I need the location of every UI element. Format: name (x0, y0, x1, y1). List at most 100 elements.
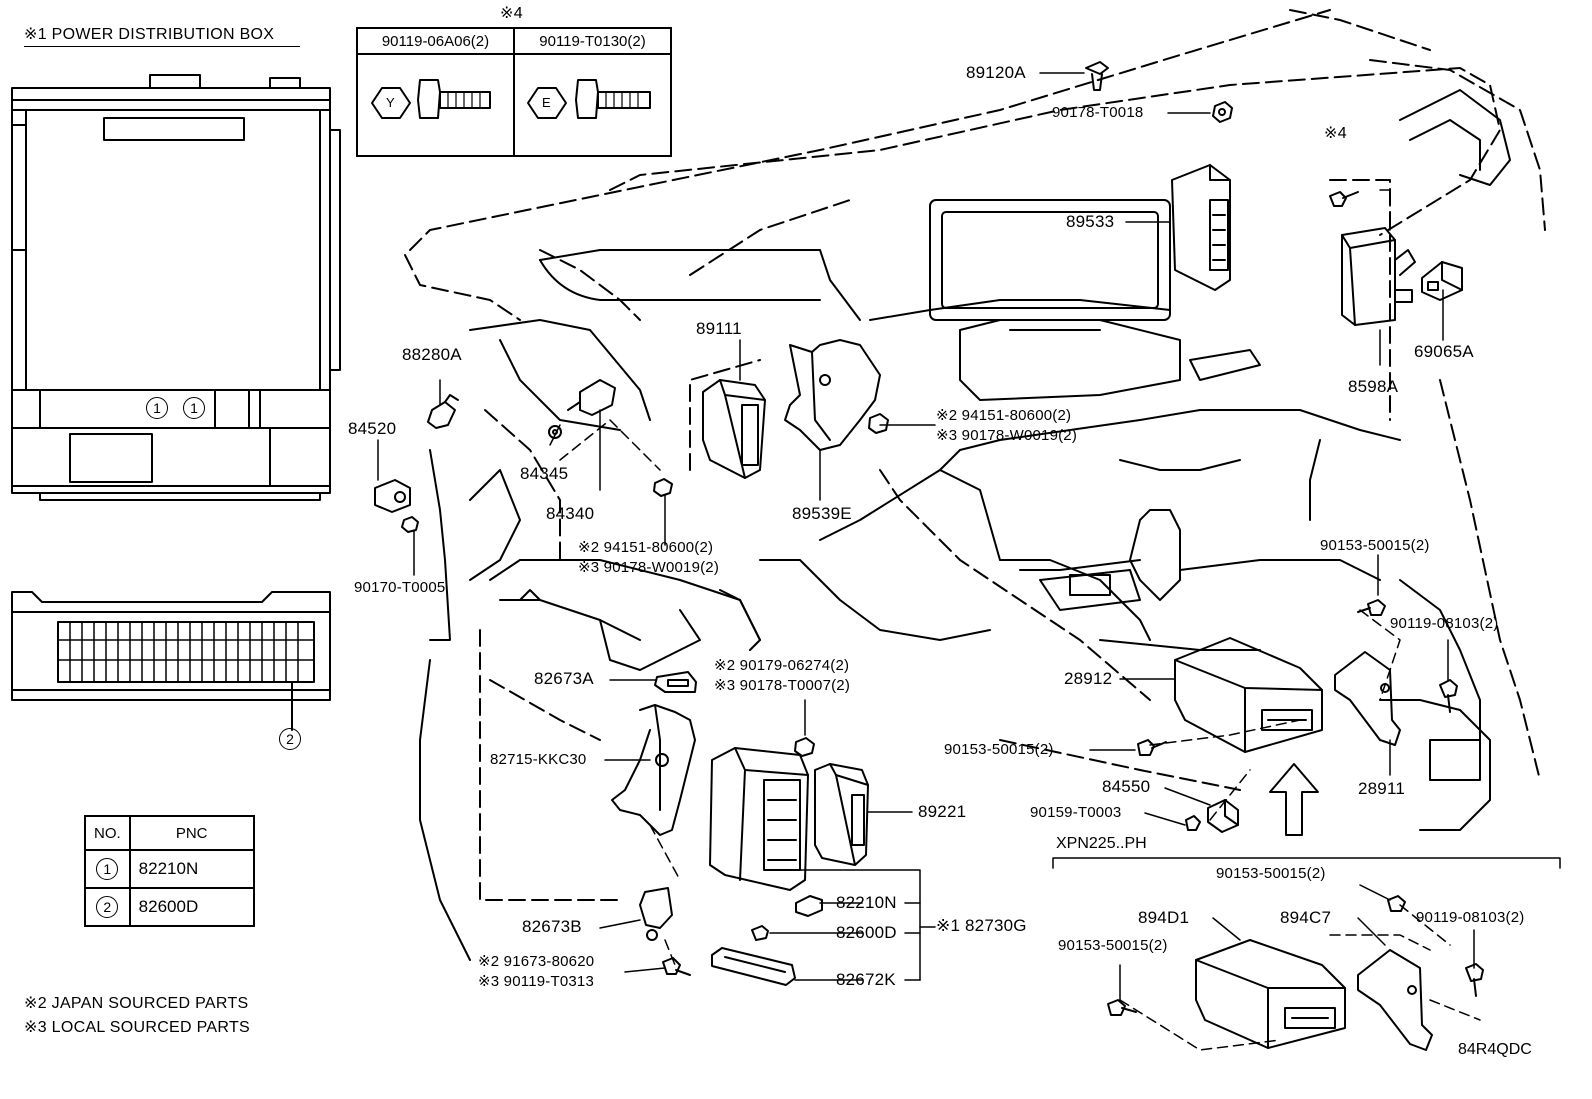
part-label: 90153-50015(2) (1320, 537, 1430, 554)
part-label: 28911 (1358, 779, 1406, 798)
fastener-col1-image (356, 53, 515, 157)
module-89221 (814, 763, 869, 866)
part-label: 82715-KKC30 (490, 751, 587, 768)
variant-code: XPN225..PH (1056, 835, 1147, 852)
bracket-894C7 (1357, 949, 1433, 1051)
nut-90179 (794, 737, 815, 757)
fastener-table-mark: ※4 (500, 5, 523, 22)
sensor-88280A (427, 394, 459, 429)
part-label: 28912 (1064, 669, 1113, 688)
bolt-4 (1329, 191, 1359, 207)
switch-69065A (1421, 261, 1463, 301)
module-89533 (1171, 164, 1231, 291)
legend-header-pnc: PNC (128, 815, 255, 851)
part-label: 90170-T0005 (354, 579, 446, 596)
part-label: 90153-50015(2) (1058, 937, 1168, 954)
fastener-icon-y: Y (386, 95, 395, 110)
diagram-code: 84R4QDC (1458, 1041, 1532, 1058)
fastener-col2-image (513, 53, 672, 157)
legend-row-no: 1 (84, 849, 131, 889)
relay-82600D (751, 925, 769, 941)
junction-block-82730G (709, 747, 809, 891)
part-label: 82673A (534, 669, 594, 688)
part-label: 89111 (696, 319, 742, 338)
bracket-82673B (639, 887, 673, 941)
part-label: 82673B (522, 917, 582, 936)
bolt-90119-b (1465, 963, 1484, 997)
pnc-legend-table: NO. PNC 1 82210N 2 82600D (84, 815, 255, 927)
legend-row-pnc: 82600D (128, 887, 255, 927)
part-label: ※3 90119-T0313 (478, 973, 595, 990)
nut-90178-T0018 (1212, 101, 1233, 123)
bracket-28911 (1334, 651, 1401, 746)
legend-row-pnc: 82210N (128, 849, 255, 889)
part-label: ※4 (1324, 125, 1347, 142)
ref-circle-1b: 1 (183, 397, 205, 419)
bolt-90119-a (1439, 679, 1458, 713)
fastener-col2-header: 90119-T0130(2) (513, 27, 672, 55)
part-label: 84345 (520, 464, 569, 483)
power-distribution-box-bottom (11, 591, 331, 731)
part-label: 69065A (1414, 342, 1474, 361)
part-label: ※2 94151-80600(2) (578, 539, 714, 556)
bracket-82673A (654, 671, 697, 693)
part-label: 84520 (348, 419, 397, 438)
part-label: 90159-T0003 (1030, 804, 1122, 821)
instrument-panel-body (419, 89, 1511, 961)
legend-row-no: 2 (84, 887, 131, 927)
part-label: 90119-08103(2) (1416, 909, 1525, 926)
fastener-icon-e: E (542, 95, 551, 110)
nut-94151-b (653, 478, 673, 497)
part-label: 89539E (792, 504, 852, 523)
part-label: ※3 90178-W0019(2) (936, 427, 1078, 444)
bolt-90153-a (1357, 599, 1386, 616)
switch-84520 (374, 479, 411, 513)
part-label: 90153-50015(2) (1216, 865, 1326, 882)
bracket-82715-KKC30 (611, 704, 696, 836)
ref-circle-1: 1 (146, 397, 168, 419)
nut-90170-T0005 (401, 516, 419, 533)
nut-84345 (548, 425, 562, 439)
part-label: ※3 90178-W0019(2) (578, 559, 720, 576)
sensor-84340 (567, 379, 616, 416)
part-label: 82210N (836, 893, 897, 912)
bolt-90153-d (1107, 999, 1137, 1016)
instrument-panel-outline (404, 9, 1546, 901)
part-label: 88280A (402, 345, 462, 364)
module-89111 (702, 379, 766, 479)
part-label: 89221 (918, 802, 967, 821)
clip-89120A (1085, 61, 1109, 91)
leader-lines (377, 72, 1561, 1001)
cover-82672K (711, 947, 796, 986)
part-label: 82672K (836, 970, 896, 989)
part-label: 90178-T0018 (1052, 104, 1144, 121)
part-label: ※2 94151-80600(2) (936, 407, 1072, 424)
fastener-col1-header: 90119-06A06(2) (356, 27, 515, 55)
part-label: ※1 82730G (936, 916, 1027, 935)
bracket-89539E (784, 339, 881, 451)
part-label: 8598A (1348, 377, 1399, 396)
fastener-table: 90119-06A06(2) 90119-T0130(2) (356, 27, 672, 157)
bolt-90159 (1185, 815, 1201, 831)
part-label: 82600D (836, 923, 897, 942)
bolt-90153-c (1387, 895, 1406, 912)
module-894D1 (1195, 939, 1346, 1049)
power-distribution-box-title: ※1 POWER DISTRIBUTION BOX (24, 26, 275, 43)
nut-94151-a (868, 413, 889, 434)
part-label: 84340 (546, 504, 595, 523)
part-label: 89120A (966, 63, 1026, 82)
footnote-japan: ※2 JAPAN SOURCED PARTS (24, 995, 249, 1012)
bolt-90153-b (1137, 739, 1167, 756)
part-label: 894C7 (1280, 908, 1332, 927)
direction-arrow (1269, 763, 1319, 836)
power-distribution-box-front (11, 74, 341, 501)
part-label: ※2 90179-06274(2) (714, 657, 850, 674)
ref-circle-2: 2 (279, 728, 301, 750)
module-8598A (1341, 227, 1416, 326)
legend-header-no: NO. (84, 815, 131, 851)
footnote-local: ※3 LOCAL SOURCED PARTS (24, 1019, 250, 1036)
part-label: 89533 (1066, 212, 1115, 231)
part-label: 90153-50015(2) (944, 741, 1054, 758)
bolt-91673 (662, 957, 691, 976)
